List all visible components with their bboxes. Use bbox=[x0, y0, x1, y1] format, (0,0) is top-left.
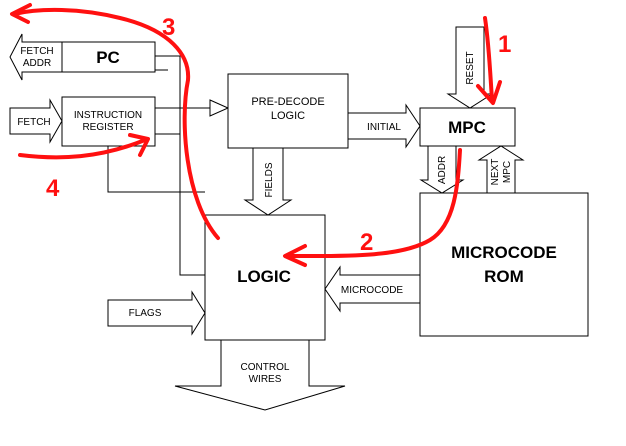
annotation-arrowhead-2 bbox=[283, 244, 307, 267]
annotation-number-3: 3 bbox=[162, 14, 175, 41]
fields-arrow bbox=[243, 147, 293, 216]
flags-arrow bbox=[107, 290, 206, 336]
pc-label: PC bbox=[96, 48, 120, 67]
annotation-number-2: 2 bbox=[360, 229, 373, 256]
predecode-label-line1: PRE-DECODE bbox=[251, 96, 324, 108]
ir-to-logic-line bbox=[107, 146, 205, 193]
annotation-arrow-3 bbox=[12, 7, 220, 240]
predecode-label-line2: LOGIC bbox=[271, 110, 305, 122]
flags-label: FLAGS bbox=[129, 308, 162, 319]
annotation-arrowhead-4 bbox=[128, 133, 150, 157]
fetch-label: FETCH bbox=[17, 117, 50, 128]
fetch-addr-arrow bbox=[9, 33, 63, 81]
annotation-arrow-1 bbox=[483, 16, 494, 102]
fetch-addr-label-line1: FETCH bbox=[20, 46, 53, 57]
red-annotations bbox=[10, 3, 502, 267]
annotation-arrowhead-1 bbox=[476, 80, 502, 105]
logic-label: LOGIC bbox=[237, 267, 291, 286]
rom-label-line1: MICROCODE bbox=[451, 243, 557, 262]
pc-to-logic-line bbox=[155, 55, 205, 276]
control-wires-arrow bbox=[174, 339, 346, 411]
rom-label-line2: ROM bbox=[484, 267, 524, 286]
next-mpc-label-line1: NEXT bbox=[490, 159, 501, 186]
predecode-logic-block bbox=[227, 73, 349, 149]
reset-label: RESET bbox=[465, 51, 476, 84]
microcode-rom-block bbox=[419, 192, 589, 337]
initial-arrow bbox=[347, 103, 421, 149]
annotation-arrowhead-3 bbox=[10, 3, 32, 24]
fetch-addr-label-line2: ADDR bbox=[23, 58, 51, 69]
annotation-number-4: 4 bbox=[46, 175, 60, 202]
control-wires-label-line1: CONTROL bbox=[241, 362, 290, 373]
mpc-block bbox=[419, 107, 516, 147]
annotation-arrow-4 bbox=[18, 138, 147, 160]
next-mpc-arrow bbox=[477, 145, 525, 194]
ir-predecode-arrowhead bbox=[209, 99, 230, 117]
microcode-arrow bbox=[324, 265, 421, 313]
addr-label: ADDR bbox=[437, 156, 448, 184]
fields-label: FIELDS bbox=[264, 162, 275, 197]
annotation-number-1: 1 bbox=[498, 31, 511, 58]
microcode-label: MICROCODE bbox=[341, 285, 404, 296]
annotation-arrow-2 bbox=[288, 148, 462, 259]
ir-label-line1: INSTRUCTION bbox=[74, 110, 142, 121]
next-mpc-label-line2: MPC bbox=[502, 161, 513, 183]
initial-label: INITIAL bbox=[367, 122, 401, 133]
fetch-arrow bbox=[9, 98, 63, 144]
control-wires-label-line2: WIRES bbox=[249, 374, 282, 385]
connection-lines bbox=[107, 55, 230, 276]
addr-arrow bbox=[419, 145, 465, 194]
mpc-label: MPC bbox=[448, 118, 486, 137]
logic-block bbox=[204, 214, 326, 341]
ir-label-line2: REGISTER bbox=[82, 122, 133, 133]
